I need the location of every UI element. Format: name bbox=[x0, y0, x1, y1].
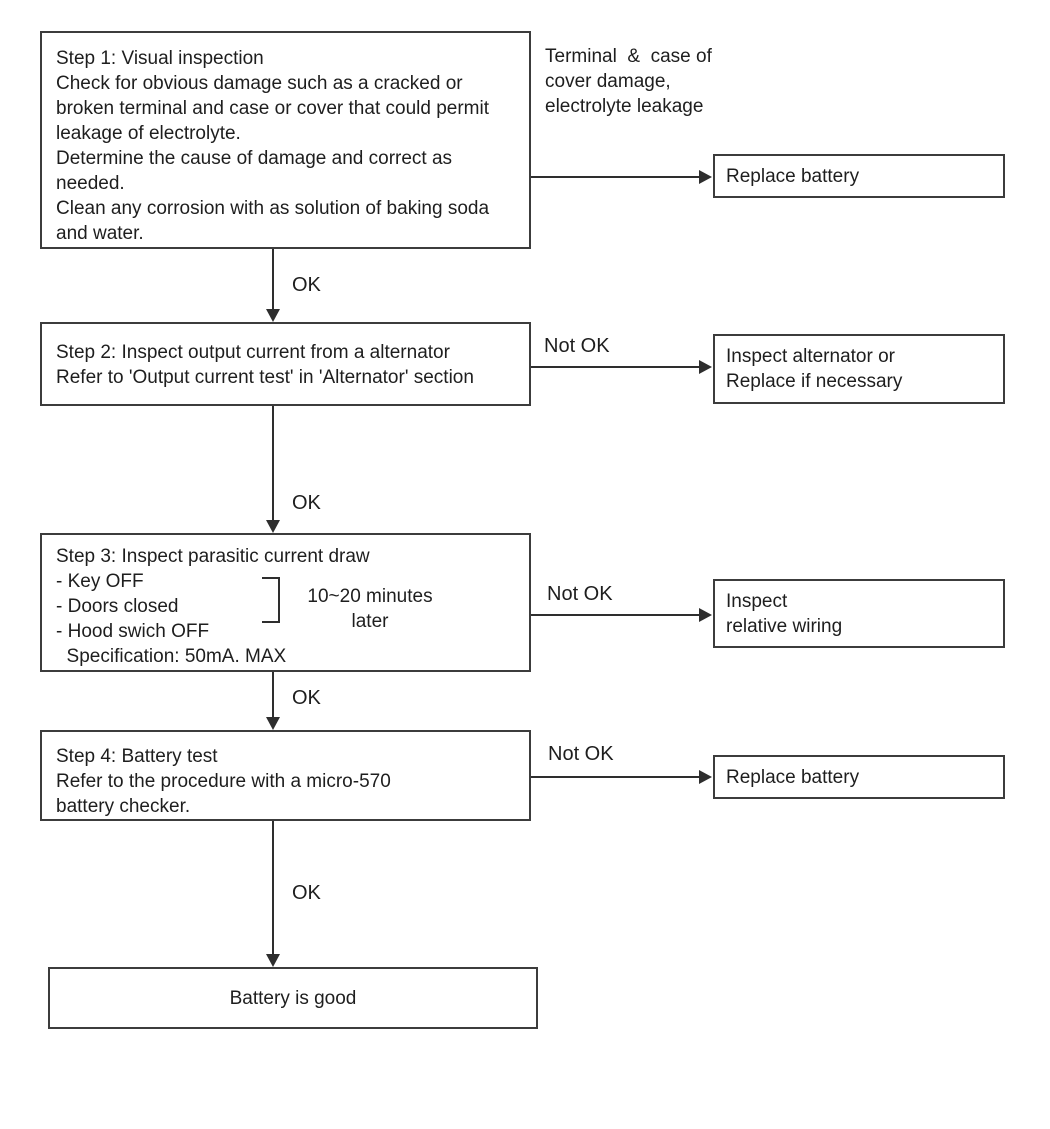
connector-step2-step3 bbox=[272, 406, 274, 520]
replace-battery-box-1: Replace battery bbox=[713, 154, 1005, 198]
arrowhead-right-icon bbox=[699, 170, 712, 184]
step3-text: Step 3: Inspect parasitic current draw- … bbox=[56, 546, 370, 667]
connector-step1-replace bbox=[531, 176, 699, 178]
step2-box: Step 2: Inspect output current from a al… bbox=[40, 322, 531, 406]
connector-step3-wiring bbox=[531, 614, 699, 616]
not-ok-label-3: Not OK bbox=[548, 743, 614, 765]
arrowhead-down-icon bbox=[266, 309, 280, 322]
not-ok-label-1: Not OK bbox=[544, 335, 610, 357]
connector-step2-alternator bbox=[531, 366, 699, 368]
replace-battery-label-1: Replace battery bbox=[726, 165, 860, 187]
arrowhead-right-icon bbox=[699, 770, 712, 784]
not-ok-label-2: Not OK bbox=[547, 583, 613, 605]
step2-text: Step 2: Inspect output current from a al… bbox=[56, 342, 474, 388]
connector-step4-replace bbox=[531, 776, 699, 778]
connector-step3-step4 bbox=[272, 672, 274, 717]
arrowhead-right-icon bbox=[699, 360, 712, 374]
replace-battery-label-2: Replace battery bbox=[726, 766, 860, 788]
connector-step1-step2 bbox=[272, 249, 274, 309]
battery-good-box: Battery is good bbox=[48, 967, 538, 1029]
replace-battery-box-2: Replace battery bbox=[713, 755, 1005, 799]
connector-step4-good bbox=[272, 821, 274, 954]
ok-label-3: OK bbox=[292, 687, 321, 709]
ok-label-4: OK bbox=[292, 882, 321, 904]
arrowhead-down-icon bbox=[266, 954, 280, 967]
battery-good-label: Battery is good bbox=[229, 987, 357, 1009]
arrowhead-down-icon bbox=[266, 520, 280, 533]
step3-box: Step 3: Inspect parasitic current draw- … bbox=[40, 533, 531, 672]
grouping-bracket bbox=[262, 577, 280, 623]
ok-label-1: OK bbox=[292, 274, 321, 296]
ok-label-2: OK bbox=[292, 492, 321, 514]
arrowhead-right-icon bbox=[699, 608, 712, 622]
arrowhead-down-icon bbox=[266, 717, 280, 730]
